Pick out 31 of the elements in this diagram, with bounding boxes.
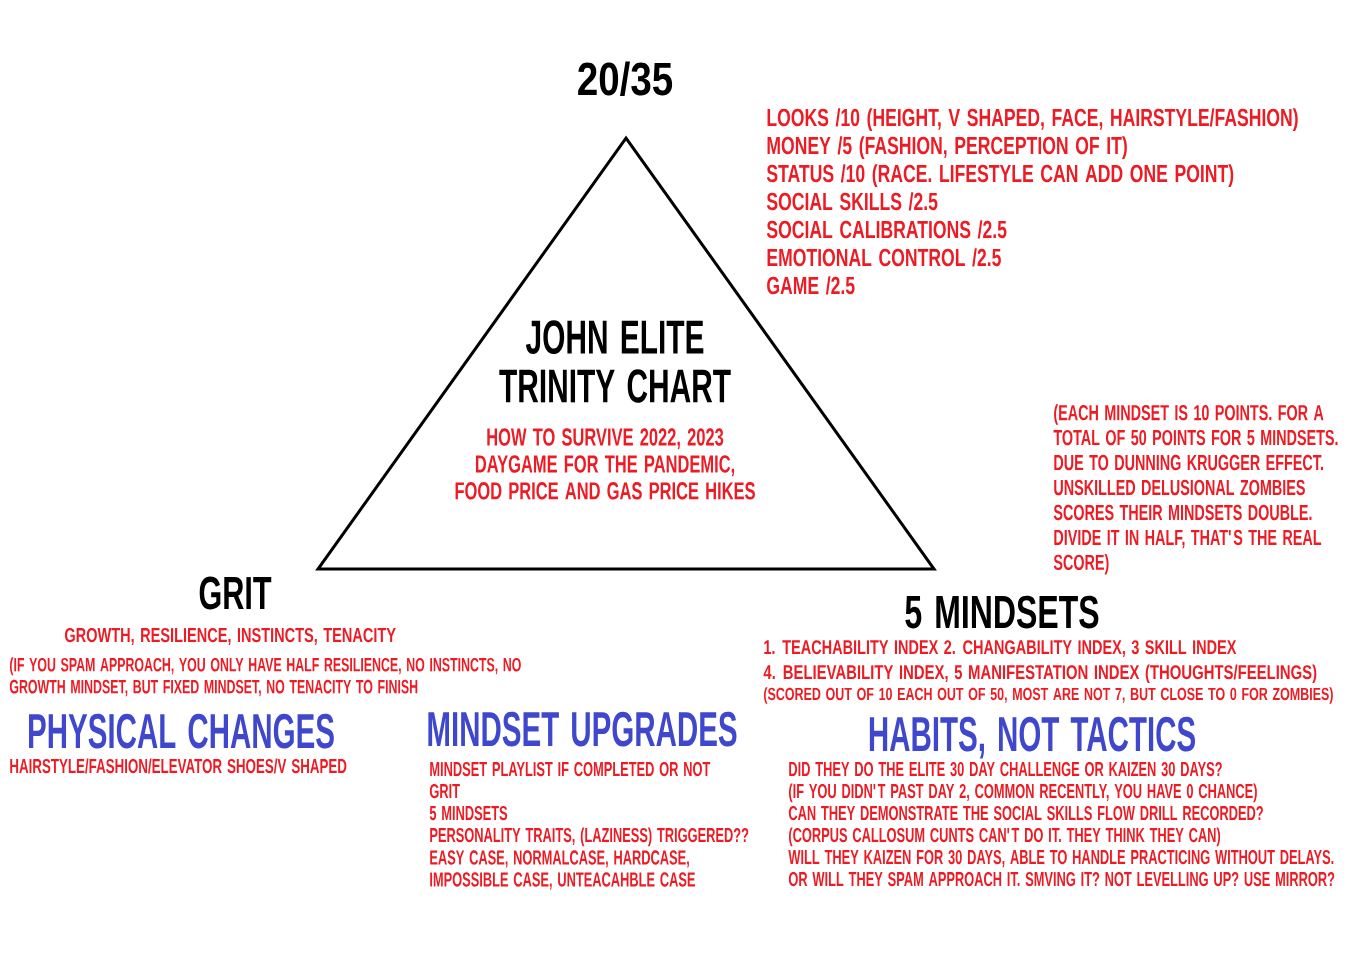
section-heading: MINDSET UPGRADES bbox=[428, 711, 737, 747]
list-item: MINDSET PLAYLIST IF COMPLETED OR NOT bbox=[430, 761, 711, 777]
criteria-line: GAME /2.5 bbox=[767, 276, 855, 295]
trait-list: GROWTH, RESILIENCE, INSTINCTS, TENACITY bbox=[64, 627, 396, 646]
list-item: WILL THEY KAIZEN FOR 30 DAYS, ABLE TO HANDLE PRACTICING WITHOUT DELAYS. bbox=[788, 849, 1334, 868]
list-item: EASY CASE, NORMALCASE, HARDCASE, IMPOSSIBLE CASE, UNTEACAHBLE CASE bbox=[430, 850, 695, 890]
list-item: DID THEY DO THE ELITE 30 DAY CHALLENGE OR KAIZEN 30 DAYS? bbox=[789, 761, 1222, 777]
criteria-line: SOCIAL SKILLS /2.5 bbox=[766, 192, 938, 211]
list-item: HAIRSTYLE/FASHION/ELEVATOR SHOES/V SHAPED bbox=[10, 758, 347, 774]
note-line: (SCORED OUT OF 10 EACH OUT OF 50, MOST ARE NOT 7, BUT CLOSE TO 0 FOR ZOMBIES) bbox=[764, 687, 1333, 704]
criteria-line: MONEY /5 (FASHION, PERCEPTION OF IT) bbox=[767, 136, 1127, 160]
index-line: 4. BELIEVABILITY INDEX, 5 MANIFESTATION INDEX (THOUGHTS/FEELINGS) bbox=[763, 664, 1317, 684]
criteria-line: EMOTIONAL CONTROL /2.5 bbox=[767, 248, 1001, 267]
section-heading: PHYSICAL CHANGES bbox=[29, 713, 334, 749]
criteria-line: STATUS /10 (RACE. LIFESTYLE CAN ADD ONE POINT) bbox=[766, 164, 1234, 188]
list-item: (IF YOU DIDN'T PAST DAY 2, COMMON RECENTLY, YOU HAVE 0 CHANCE) bbox=[789, 783, 1257, 803]
note-paragraph: (EACH MINDSET IS 10 POINTS. FOR A TOTAL OF 50 POINTS FOR 5 MINDSETS. DUE TO DUNNING KRUGGER EFFECT. UNSKILLED DELUSIONAL ZOMBIES SCORES THEIR MINDSETS DOUBLE. DIVIDE IT IN HALF, THAT'S THE REAL SCORE) bbox=[1053, 404, 1338, 575]
criteria-line: LOOKS /10 (HEIGHT, V SHAPED, FACE, HAIRSTYLE/FASHION) bbox=[767, 108, 1298, 132]
list-item: (CORPUS CALLOSUM CUNTS CAN'T DO IT. THEY THINK THEY CAN) bbox=[789, 827, 1221, 847]
vertex-heading: 5 MINDSETS bbox=[905, 595, 1099, 629]
vertex-heading: GRIT bbox=[199, 576, 272, 610]
note-paragraph: (IF YOU SPAM APPROACH, YOU ONLY HAVE HALF RESILIENCE, NO INSTINCTS, NO GROWTH MINDSET, BUT FIXED MINDSET, NO TENACITY TO FINISH bbox=[9, 657, 521, 697]
list-item: 5 MINDSETS bbox=[429, 805, 508, 821]
list-item: PERSONALITY TRAITS, (LAZINESS) TRIGGERED?? bbox=[430, 827, 749, 847]
list-item: GRIT bbox=[429, 783, 460, 799]
list-item: CAN THEY DEMONSTRATE THE SOCIAL SKILLS FLOW DRILL RECORDED? bbox=[788, 805, 1263, 821]
list-item: OR WILL THEY SPAM APPROACH IT. SMVING IT? NOT LEVELLING UP? USE MIRROR? bbox=[788, 871, 1335, 887]
score-heading: 20/35 bbox=[578, 61, 673, 96]
index-line: 1. TEACHABILITY INDEX 2. CHANGABILITY INDEX, 3 SKILL INDEX bbox=[764, 640, 1237, 658]
section-heading: HABITS, NOT TACTICS bbox=[869, 716, 1195, 759]
criteria-line: SOCIAL CALIBRATIONS /2.5 bbox=[766, 220, 1007, 239]
